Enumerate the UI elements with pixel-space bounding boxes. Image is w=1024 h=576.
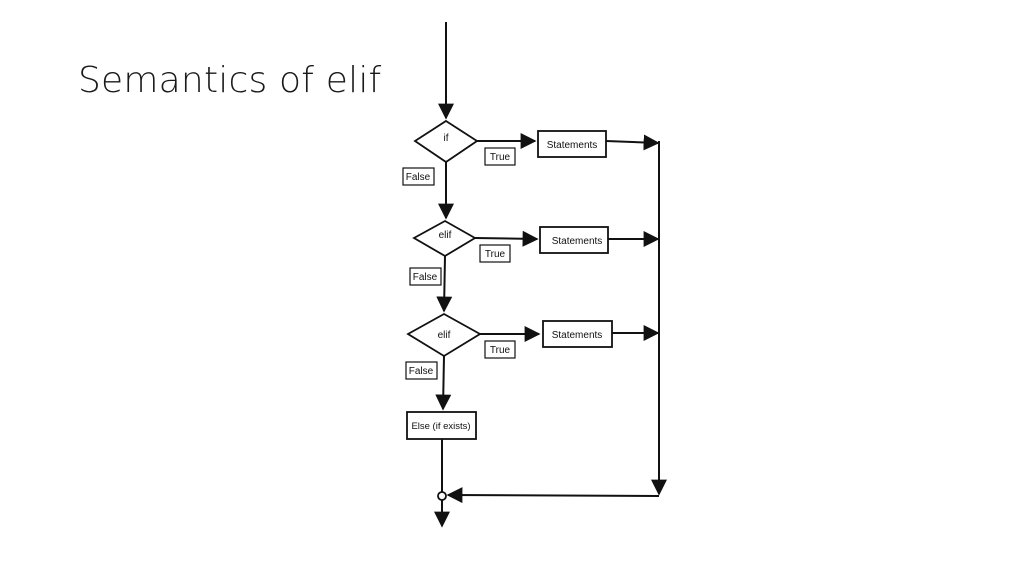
if-false-label-box bbox=[402, 167, 435, 186]
else-box bbox=[406, 411, 477, 440]
return-arrow bbox=[446, 487, 660, 504]
elif-2-false-label-box bbox=[405, 361, 438, 380]
elif-2-false-label: False bbox=[409, 366, 434, 377]
elif-1-false-label-box bbox=[409, 267, 442, 286]
elif-1-true-label-box bbox=[479, 244, 511, 263]
slide-title: Semantics of elif bbox=[78, 60, 382, 101]
elif-1-statements-box bbox=[539, 226, 609, 254]
elif-1-decision-diamond bbox=[412, 219, 477, 258]
elif-1-false-label: False bbox=[413, 272, 438, 283]
if-false-label: False bbox=[406, 172, 431, 183]
if-true-label: True bbox=[490, 152, 511, 163]
elif-1-true-label: True bbox=[485, 249, 506, 260]
if-statements-box bbox=[537, 130, 607, 158]
elif-1-decision-label: elif bbox=[439, 230, 452, 241]
if-statements-label: Statements bbox=[547, 140, 598, 151]
join-node bbox=[437, 491, 447, 501]
elif-1-statements-label: Statements bbox=[552, 236, 603, 247]
elif-1-false-arrow bbox=[436, 255, 453, 313]
elif-1-true-arrow bbox=[474, 230, 539, 247]
if-statements-exit-arrow bbox=[605, 134, 660, 151]
elif-2-statements-label: Statements bbox=[552, 330, 603, 341]
else-label: Else (if exists) bbox=[411, 421, 470, 432]
if-decision-label: if bbox=[444, 133, 449, 144]
elif-2-false-arrow bbox=[435, 355, 452, 411]
elif-2-true-label-box bbox=[484, 340, 516, 359]
if-true-label-box bbox=[484, 147, 516, 166]
elif-2-decision-label: elif bbox=[438, 330, 451, 341]
elif-2-true-label: True bbox=[490, 345, 511, 356]
